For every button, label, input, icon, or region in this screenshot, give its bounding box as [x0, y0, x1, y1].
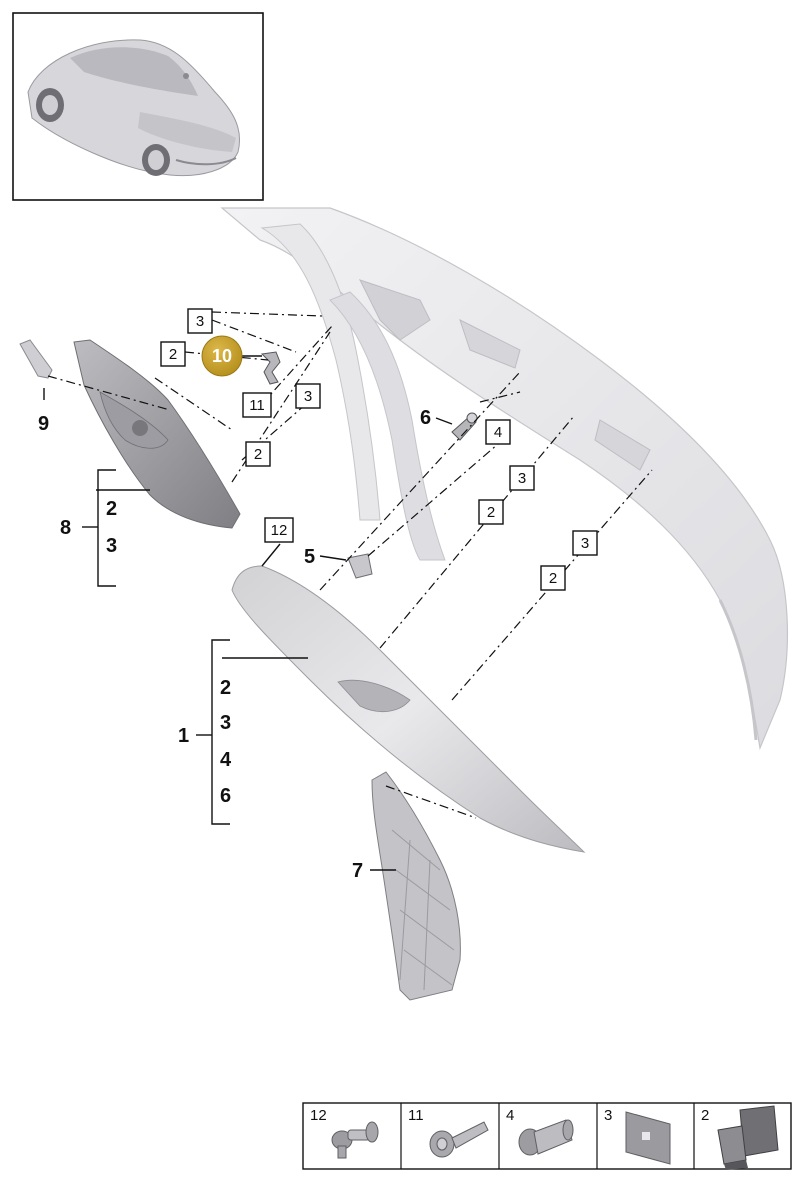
bracket-1-item-6: 6 — [220, 785, 231, 807]
car-thumbnail — [12, 12, 264, 201]
box-callout-2-c: 2 — [478, 499, 504, 525]
bracket-8-item-3: 3 — [106, 535, 117, 557]
legend-cell-2: 2 — [701, 1105, 779, 1170]
legend-cell-11: 11 — [408, 1107, 489, 1158]
svg-text:2: 2 — [169, 346, 177, 363]
box-callout-3-c: 3 — [509, 465, 535, 491]
screw-icon — [429, 1121, 489, 1158]
part-5-clip — [347, 553, 373, 579]
square-pad-icon — [625, 1111, 671, 1165]
body-frame — [220, 207, 789, 751]
push-rivet-icon — [331, 1121, 379, 1159]
callout-9: 9 — [38, 413, 49, 435]
bracket-8-item-2: 2 — [106, 498, 117, 520]
callout-1: 1 — [178, 725, 189, 747]
callout-6: 6 — [420, 407, 431, 429]
part-6-pin — [451, 412, 478, 441]
legend-cell-4: 4 — [506, 1107, 574, 1156]
svg-text:11: 11 — [408, 1107, 424, 1124]
svg-text:3: 3 — [304, 388, 312, 405]
box-callout-2-b: 2 — [245, 441, 271, 467]
bracket-8 — [82, 469, 116, 587]
svg-text:2: 2 — [487, 504, 495, 521]
svg-text:4: 4 — [506, 1107, 514, 1124]
svg-text:3: 3 — [581, 535, 589, 552]
box-callout-4: 4 — [485, 419, 511, 445]
part-7-lower-bracket — [371, 771, 461, 1001]
box-callout-2-d: 2 — [540, 565, 566, 591]
car-illustration — [27, 39, 240, 177]
svg-text:4: 4 — [494, 424, 502, 441]
box-callout-2-a: 2 — [160, 341, 186, 367]
highlight-callout-10[interactable]: 10 — [201, 335, 243, 377]
box-callout-12: 12 — [264, 517, 294, 543]
part-1-pillar-trim — [231, 565, 586, 853]
part-9-clip — [19, 339, 53, 379]
part-8-trim-panel — [73, 339, 241, 529]
box-callout-11: 11 — [242, 392, 272, 418]
svg-text:12: 12 — [310, 1107, 327, 1124]
bracket-1-item-2: 2 — [220, 677, 231, 699]
bracket-1 — [196, 639, 230, 825]
part-10-bracket — [260, 351, 281, 385]
solid-leaders — [43, 355, 453, 871]
bold-callouts: 1 5 6 7 8 9 2 3 4 6 2 3 — [38, 407, 431, 882]
svg-text:3: 3 — [196, 313, 204, 330]
box-callout-3-d: 3 — [572, 530, 598, 556]
svg-text:11: 11 — [249, 397, 265, 414]
svg-text:10: 10 — [212, 346, 232, 366]
legend-cell-12: 12 — [310, 1107, 379, 1159]
svg-text:3: 3 — [518, 470, 526, 487]
callout-7: 7 — [352, 860, 363, 882]
callout-5: 5 — [304, 546, 315, 568]
box-callout-3-a: 3 — [187, 308, 213, 334]
svg-text:3: 3 — [604, 1107, 612, 1124]
boxed-callouts: 3 2 11 3 2 4 3 2 — [160, 308, 598, 591]
spring-clip-icon — [717, 1105, 779, 1170]
svg-text:2: 2 — [254, 446, 262, 463]
bracket-1-item-4: 4 — [220, 749, 232, 771]
legend-cell-3: 3 — [604, 1107, 671, 1165]
svg-text:2: 2 — [701, 1107, 709, 1124]
expansion-nut-icon — [518, 1119, 574, 1156]
svg-text:12: 12 — [271, 522, 288, 539]
fastener-legend: 12 11 4 — [302, 1102, 792, 1170]
bracket-1-item-3: 3 — [220, 712, 231, 734]
callout-8: 8 — [60, 517, 71, 539]
box-callout-3-b: 3 — [295, 383, 321, 409]
svg-text:2: 2 — [549, 570, 557, 587]
